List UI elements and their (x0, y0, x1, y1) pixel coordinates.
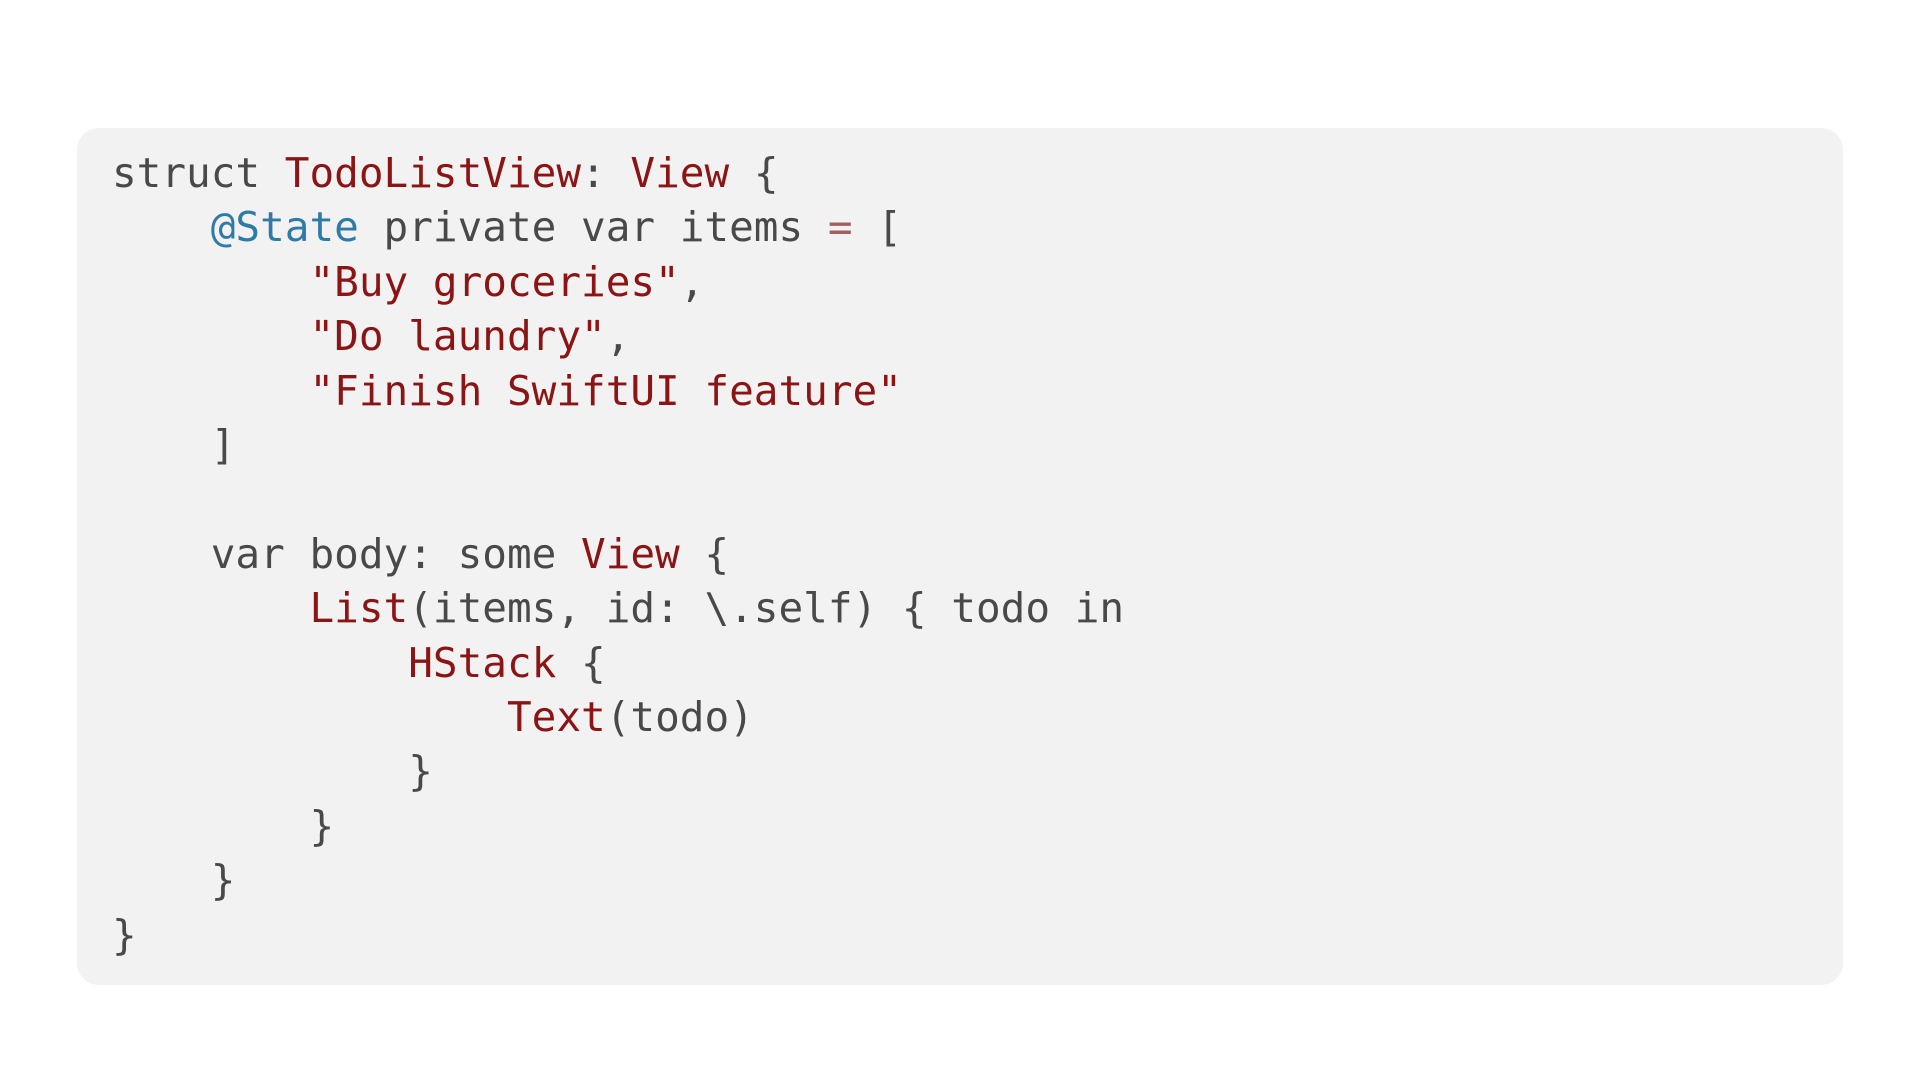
code-line: Text(todo) (112, 690, 1808, 744)
code-token: "Finish SwiftUI feature" (309, 366, 902, 415)
code-token: TodoListView (284, 149, 582, 197)
code-line: "Buy groceries", (112, 255, 1808, 309)
code-token: "Do laundry" (309, 312, 606, 361)
code-token: private var items (358, 203, 828, 252)
code-token: "Buy groceries" (309, 257, 680, 306)
code-token: Text (506, 693, 606, 742)
code-token (112, 312, 309, 360)
code-line: var body: some View { (112, 527, 1808, 581)
code-token (112, 203, 211, 251)
code-token: (items, id: \.self) { todo in (408, 584, 1125, 633)
code-line (112, 472, 1808, 526)
code-block: struct TodoListView: View { @State priva… (77, 128, 1843, 980)
code-line: "Finish SwiftUI feature" (112, 364, 1808, 418)
code-line: "Do laundry", (112, 309, 1808, 363)
code-token: (todo) (605, 693, 754, 742)
code-token (112, 584, 309, 632)
code-token: [ (852, 203, 902, 252)
code-token (112, 639, 408, 687)
code-token: var body: some (112, 529, 581, 578)
code-token: { (729, 149, 779, 197)
code-token: List (309, 584, 409, 633)
code-line: ] (112, 418, 1808, 472)
code-token (112, 367, 309, 415)
code-token: = (827, 203, 853, 252)
code-line: HStack { (112, 636, 1808, 690)
code-token: @State (210, 203, 359, 252)
code-token: : (581, 149, 631, 197)
code-token: { (679, 529, 730, 578)
code-token: { (556, 638, 606, 687)
code-token: , (605, 312, 631, 361)
code-token: View (581, 529, 680, 578)
code-token: HStack (408, 638, 557, 687)
code-token: , (679, 257, 705, 306)
code-block-card: struct TodoListView: View { @State priva… (77, 128, 1843, 985)
code-line: struct TodoListView: View { (112, 146, 1808, 200)
code-token: } (112, 910, 137, 959)
code-line: } (112, 744, 1808, 798)
code-token: struct (112, 149, 285, 197)
code-line: } (112, 799, 1808, 853)
code-token: } (112, 801, 335, 850)
code-token (112, 258, 309, 306)
code-line: List(items, id: \.self) { todo in (112, 581, 1808, 635)
code-token: ] (112, 421, 236, 470)
code-token: View (630, 149, 730, 197)
code-token: } (112, 747, 433, 796)
code-token (112, 693, 507, 741)
code-line: @State private var items = [ (112, 200, 1808, 254)
code-token: } (112, 856, 236, 905)
code-line: } (112, 853, 1808, 907)
code-line: } (112, 908, 1808, 962)
